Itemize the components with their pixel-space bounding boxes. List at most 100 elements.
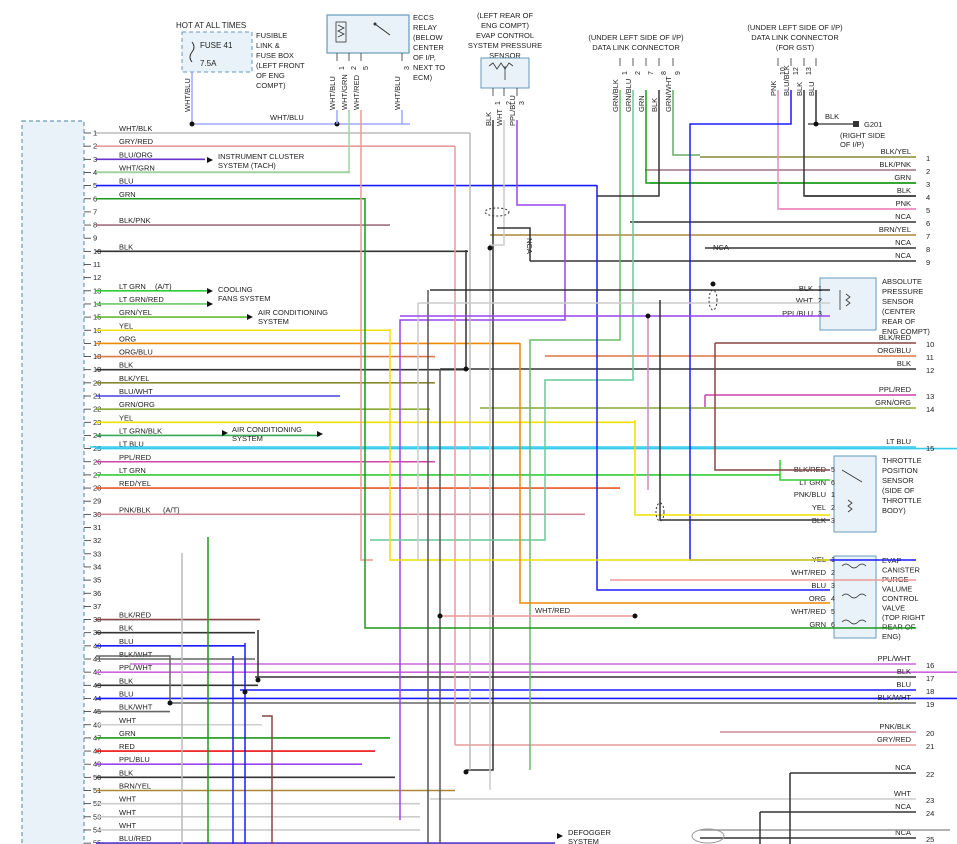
right-wire-color: BLK/PNK: [879, 160, 911, 169]
evap-wire-color: PPL/BLU: [508, 95, 517, 126]
valve-wire-color: ORG: [809, 594, 826, 603]
right-pin-number: 21: [926, 742, 934, 751]
eccs-desc-line: NEXT TO: [413, 63, 445, 72]
right-pin-number: 14: [926, 405, 934, 414]
dlc-gst-wire-color: BLK: [795, 82, 804, 96]
ecm-pin-ticks: [84, 132, 91, 844]
map-desc-line: (CENTER: [882, 307, 916, 316]
tps-desc-line: SENSOR: [882, 476, 914, 485]
eccs-desc-line: (BELOW: [413, 33, 444, 42]
valve-desc-line: (TOP RIGHT: [882, 613, 925, 622]
left-wire-color: LT GRN/RED: [119, 295, 164, 304]
routing-wires: WHT/RED NCA NCA: [96, 90, 950, 844]
fuse-desc-line: OF ENG: [256, 71, 285, 80]
defogger-label: DEFOGGER: [568, 828, 612, 837]
routing-wire: [364, 198, 916, 629]
valve-pin-number: 4: [831, 596, 835, 603]
evap-pin-number: 1: [495, 101, 502, 105]
eccs-desc-line: OF I/P,: [413, 53, 436, 62]
dlc-wire-color: GRN/WHT: [664, 76, 673, 112]
fuse-rating: 7.5A: [200, 59, 217, 68]
right-pin-number: 22: [926, 770, 934, 779]
right-wire-color: BLK: [897, 186, 911, 195]
left-wire-color: GRN/ORG: [119, 400, 155, 409]
evap-desc-line: ENG COMPT): [481, 21, 529, 30]
g201-desc-line: OF I/P): [840, 140, 865, 149]
relay-pin-number: 2: [351, 66, 358, 70]
mid-wire-label: WHT/RED: [535, 606, 571, 615]
left-wire-color: PPL/RED: [119, 453, 152, 462]
ecm-pin-number: 8: [93, 221, 97, 230]
dlc-gst-wire-color: BLU/BLK: [782, 65, 791, 96]
right-wire-color: GRN: [894, 173, 911, 182]
eccs-relay: [326, 14, 410, 54]
valve-coil-icon: [841, 563, 867, 625]
right-wire-color: NCA: [895, 828, 911, 837]
map-desc-line: ABSOLUTE: [882, 277, 922, 286]
ground-icon: [853, 121, 859, 127]
left-wire-color: BLU/ORG: [119, 150, 153, 159]
left-wire-color: BLK: [119, 361, 133, 370]
dlc-wire-color: GRN/BLK: [611, 79, 620, 112]
relay-pin-number: 5: [363, 66, 370, 70]
nca-label: NCA: [525, 238, 534, 254]
left-wire-color: BLK: [119, 242, 133, 251]
splice-dot: [813, 121, 819, 127]
dlc-description: (UNDER LEFT SIDE OF I/P)DATA LINK CONNEC…: [588, 33, 684, 52]
hot-at-all-times-label: HOT AT ALL TIMES: [176, 21, 246, 30]
routing-wire: [399, 120, 566, 820]
left-wire-color: YEL: [119, 413, 133, 422]
right-wire-color: ORG/BLU: [877, 346, 911, 355]
shield-icon: [708, 289, 718, 311]
top-bus-label: WHT/BLU: [270, 113, 304, 122]
dlc-pin-number: 7: [648, 71, 655, 75]
routing-wire: [489, 120, 505, 790]
evap-desc-line: SENSOR: [489, 51, 521, 60]
left-wire-color: BLK/RED: [119, 611, 152, 620]
map-desc-line: REAR OF: [882, 317, 916, 326]
ecm-pin-number: 36: [93, 589, 101, 598]
routing-wire: [803, 90, 916, 197]
left-wire-color: BLU: [119, 637, 134, 646]
relay-wire-color: WHT/GRN: [340, 74, 349, 110]
left-wire-color: GRN/YEL: [119, 308, 152, 317]
right-wire-color: PPL/WHT: [878, 654, 912, 663]
fuse-desc-line: (LEFT FRONT: [256, 61, 305, 70]
map-sensor-resistor-icon: [839, 290, 851, 310]
routing-wire: [370, 90, 634, 541]
dlc-wire-color: BLK: [650, 98, 659, 112]
left-wire-color: WHT: [119, 808, 136, 817]
left-wire-color: BLU: [119, 177, 134, 186]
evap-desc-line: SYSTEM PRESSURE: [468, 41, 542, 50]
dlc-gst-description: (UNDER LEFT SIDE OF I/P)DATA LINK CONNEC…: [747, 23, 843, 52]
nca-label: NCA: [713, 243, 729, 252]
ecm-connector: [21, 120, 85, 844]
ecm-pin-number: 7: [93, 207, 97, 216]
arrow-icon: [557, 833, 563, 839]
ecm-pin-number: 34: [93, 562, 101, 571]
splice-dot: [255, 677, 261, 683]
ac-system-label: SYSTEM: [258, 317, 289, 326]
right-wire-color: NCA: [895, 802, 911, 811]
fuse-desc-line: COMPT): [256, 81, 286, 90]
dlc-gst-desc-line: (FOR GST): [776, 43, 815, 52]
ecm-pin-number: 2: [93, 142, 97, 151]
dlc-gst-desc-line: (UNDER LEFT SIDE OF I/P): [747, 23, 843, 32]
left-wire-color: BLK/WHT: [119, 703, 153, 712]
right-wire-color: GRY/RED: [877, 735, 912, 744]
right-pin-number: 4: [926, 193, 930, 202]
valve-desc-line: VALUME: [882, 585, 912, 594]
left-wire-color: PPL/BLU: [119, 755, 150, 764]
defogger-label: SYSTEM: [568, 837, 599, 844]
left-wire-color: RED: [119, 742, 135, 751]
dlc-pin-number: 9: [675, 71, 682, 75]
sensor-resistor-icon: [488, 62, 514, 80]
relay-wire-color: WHT/BLU: [393, 76, 402, 110]
right-pin-number: 7: [926, 232, 930, 241]
